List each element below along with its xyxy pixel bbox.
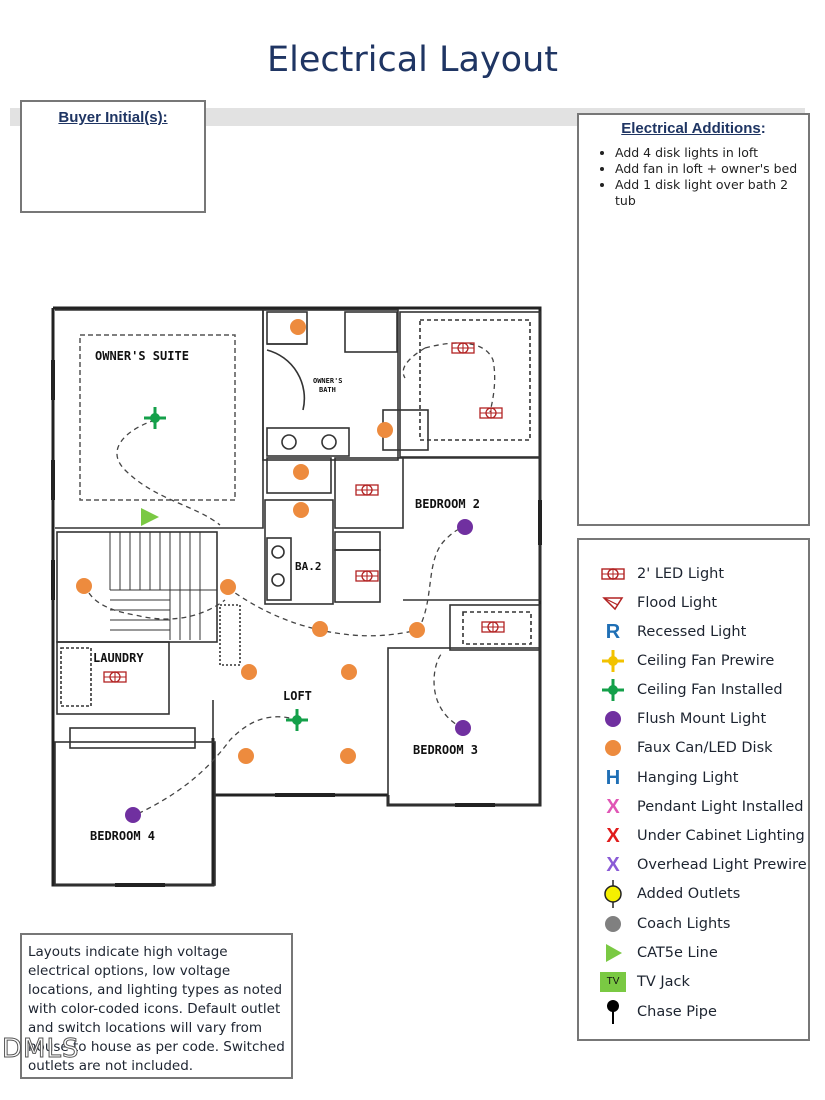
coach-light-icon [605,916,621,932]
tv-jack-icon: TV [600,972,626,992]
flush-mount-light-icon [125,807,141,823]
faux-can-led-disk-icon [290,319,306,335]
legend-row: X Overhead Light Prewire [599,851,807,879]
layout-note-box: Layouts indicate high voltage electrical… [20,933,293,1079]
room-label-bedroom-4: BEDROOM 4 [90,829,155,843]
legend-row: TV TV Jack [599,968,690,996]
legend-label: Added Outlets [637,886,741,902]
additions-heading-text: Electrical Additions [621,120,761,137]
floor-plan: OWNER'S SUITE OWNER'S BATH BEDROOM 2 BA.… [51,306,542,887]
flush-mount-light-icon [605,711,621,727]
legend-label: TV Jack [637,974,690,990]
legend-label: Flood Light [637,595,718,611]
legend-row: Coach Lights [599,910,730,938]
faux-can-led-disk-icon [341,664,357,680]
ceiling-fan-installed-icon [602,679,624,701]
legend-row: H Hanging Light [599,764,739,792]
addition-item: Add 4 disk lights in loft [615,145,808,161]
led-2ft-icon [355,570,379,582]
cat5e-line-icon [606,944,622,962]
legend-row: Flood Light [599,589,717,617]
legend-row: Ceiling Fan Prewire [599,647,774,675]
legend-label: Flush Mount Light [637,711,767,727]
room-label-laundry: LAUNDRY [93,651,144,665]
legend-row: 2' LED Light [599,560,724,588]
legend-label: Ceiling Fan Installed [637,682,783,698]
page-title: Electrical Layout [267,40,558,80]
flush-mount-light-icon [457,519,473,535]
electrical-additions-heading: Electrical Additions: [579,120,808,137]
electrical-additions-box: Electrical Additions: Add 4 disk lights … [577,113,810,526]
chase-pipe-icon [607,1000,619,1024]
faux-can-led-disk-icon [605,740,621,756]
faux-can-led-disk-icon [409,622,425,638]
led-2ft-icon [355,484,379,496]
room-label-owners-bath-1: OWNER'S [313,377,343,385]
flush-mount-light-icon [455,720,471,736]
room-label-loft: LOFT [283,689,312,703]
buyer-initials-label: Buyer Initial(s): [58,109,168,126]
addition-item: Add fan in loft + owner's bed [615,161,808,177]
led-2ft-icon [601,568,625,580]
watermark-logo: DMLS [1,1034,80,1065]
legend-label: Ceiling Fan Prewire [637,653,775,669]
legend-label: Coach Lights [637,916,731,932]
legend-row: Ceiling Fan Installed [599,676,783,704]
faux-can-led-disk-icon [340,748,356,764]
legend-label: Hanging Light [637,770,739,786]
faux-can-led-disk-icon [293,464,309,480]
added-outlet-icon [604,880,622,908]
legend-label: Recessed Light [637,624,747,640]
buyer-initials-box: Buyer Initial(s): [20,100,206,213]
room-label-bedroom-2: BEDROOM 2 [415,497,480,511]
legend-label: Pendant Light Installed [637,799,804,815]
overhead-light-prewire-icon: X [606,853,620,876]
hanging-light-icon: H [605,766,621,789]
room-label-bedroom-3: BEDROOM 3 [413,743,478,757]
faux-can-led-disk-icon [238,748,254,764]
pendant-light-icon: X [606,795,620,818]
legend-row: R Recessed Light [599,618,747,646]
faux-can-led-disk-icon [76,578,92,594]
under-cabinet-lighting-icon: X [606,824,620,847]
recessed-light-icon: R [605,620,621,643]
legend-row: Chase Pipe [599,998,717,1026]
cat5e-line-icon [141,508,159,526]
flood-light-icon [602,597,624,611]
faux-can-led-disk-icon [220,579,236,595]
legend-row: X Pendant Light Installed [599,793,803,821]
ceiling-fan-installed-icon [284,707,310,733]
legend-label: Faux Can/LED Disk [637,740,773,756]
faux-can-led-disk-icon [241,664,257,680]
room-label-owners-bath-2: BATH [319,386,336,394]
layout-note-text: Layouts indicate high voltage electrical… [28,944,285,1074]
led-2ft-icon [481,621,505,633]
legend-label: Chase Pipe [637,1004,717,1020]
room-label-ba2: BA.2 [295,560,322,573]
additions-list: Add 4 disk lights in loft Add fan in lof… [579,145,808,209]
legend-label: Under Cabinet Lighting [637,828,805,844]
additions-heading-colon: : [760,120,766,137]
faux-can-led-disk-icon [377,422,393,438]
legend-row: Added Outlets [599,880,740,908]
legend-box: 2' LED Light Flood Light R Recessed Ligh… [577,538,810,1041]
ceiling-fan-prewire-icon [602,650,624,672]
ceiling-fan-installed-icon [142,405,168,431]
legend-row: Faux Can/LED Disk [599,734,773,762]
legend-row: X Under Cabinet Lighting [599,822,805,850]
led-2ft-icon [479,407,503,419]
faux-can-led-disk-icon [293,502,309,518]
legend-row: CAT5e Line [599,939,718,967]
legend-label: CAT5e Line [637,945,718,961]
legend-label: 2' LED Light [637,566,725,582]
led-2ft-icon [103,671,127,683]
legend-label: Overhead Light Prewire [637,857,807,873]
faux-can-led-disk-icon [312,621,328,637]
legend-row: Flush Mount Light [599,705,766,733]
addition-item: Add 1 disk light over bath 2 tub [615,177,808,209]
room-label-owners-suite: OWNER'S SUITE [95,349,189,363]
